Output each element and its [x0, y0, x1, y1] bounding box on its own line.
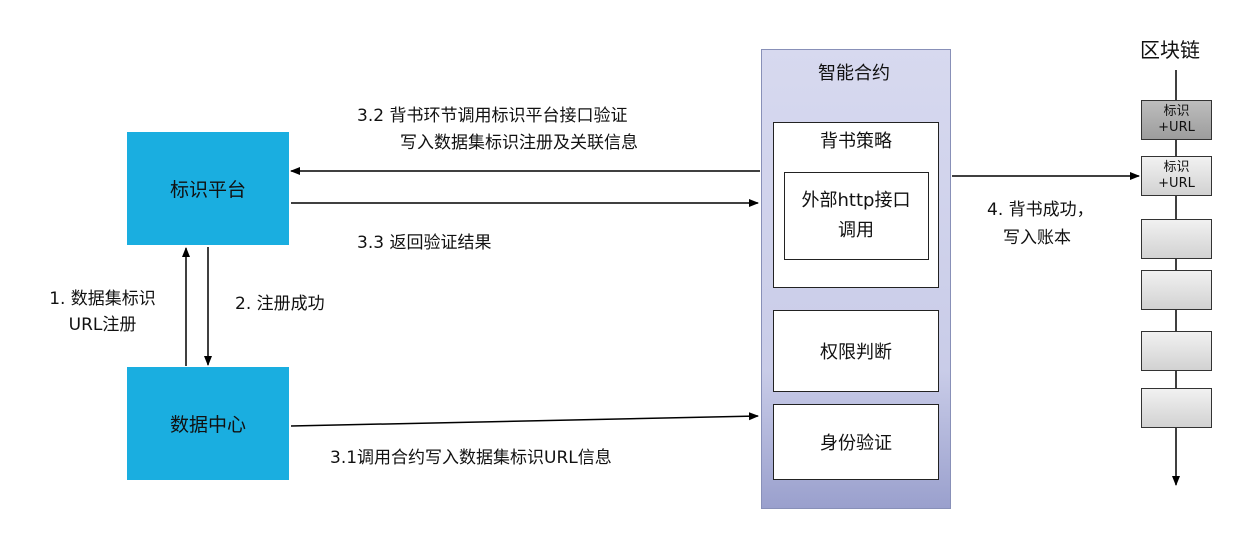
step3-2-label-line1: 3.2 背书环节调用标识平台接口验证 — [357, 106, 628, 126]
step2-label: 2. 注册成功 — [235, 294, 325, 314]
data-center-node: 数据中心 — [127, 367, 289, 480]
arrow-step3-1 — [290, 412, 759, 427]
identity-verify-box — [773, 404, 939, 480]
block-2: 标识+URL — [1141, 156, 1212, 196]
data-center-label: 数据中心 — [169, 414, 246, 436]
block-3 — [1141, 219, 1212, 259]
endorsement-policy-label: 背书策略 — [820, 131, 892, 152]
identity-verify-label: 身份验证 — [820, 433, 892, 454]
block-4 — [1141, 270, 1212, 310]
step3-1-label: 3.1调用合约写入数据集标识URL信息 — [330, 448, 612, 468]
step3-2-label-line2: 写入数据集标识注册及关联信息 — [400, 133, 638, 153]
block-6 — [1141, 388, 1212, 428]
permission-check-label: 权限判断 — [820, 342, 892, 363]
step4-label-line1: 4. 背书成功， — [987, 200, 1094, 220]
step3-3-label: 3.3 返回验证结果 — [357, 233, 492, 253]
step1-label: 1. 数据集标识URL注册 — [49, 289, 156, 335]
step4-label-line2: 写入账本 — [1003, 228, 1071, 248]
identity-platform-label: 标识平台 — [169, 179, 246, 201]
permission-check-box — [773, 310, 939, 392]
external-http-label: 外部http接口调用 — [801, 190, 911, 241]
identity-platform-node: 标识平台 — [127, 132, 289, 245]
block-5 — [1141, 331, 1212, 371]
external-http-box — [784, 172, 929, 260]
block-1: 标识+URL — [1141, 100, 1212, 140]
smart-contract-title: 智能合约 — [818, 63, 890, 84]
blockchain-title: 区块链 — [1140, 38, 1200, 62]
